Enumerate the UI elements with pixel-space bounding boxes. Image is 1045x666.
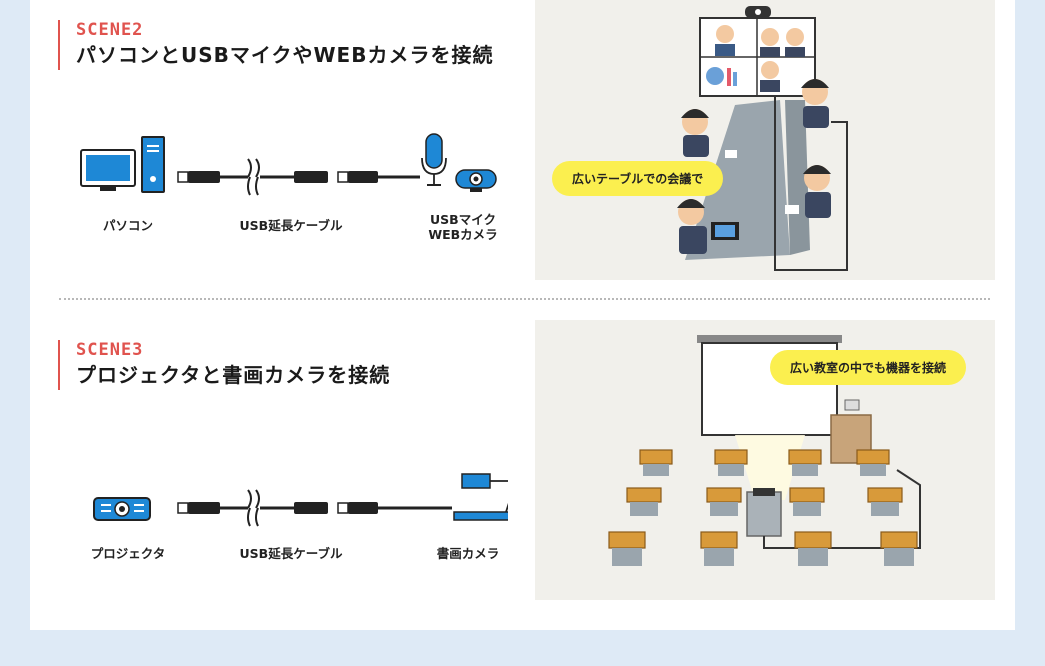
scene-3-caption-bubble: 広い教室の中でも機器を接続 [770,350,967,385]
cable-break-icon [247,158,294,196]
scene-3-label: SCENE3 [76,340,144,360]
webcam-icon [455,169,497,192]
scene-2-title: パソコンとUSBマイクやWEBカメラを接続 [76,43,494,67]
scene-2-section: SCENE2 パソコンとUSBマイクやWEBカメラを接続 [30,0,1015,290]
scene-2-header: SCENE2 パソコンとUSBマイクやWEBカメラを接続 [58,20,493,70]
content-card: SCENE2 パソコンとUSBマイクやWEBカメラを接続 [30,0,1015,630]
section-divider [59,298,990,300]
usb-plug-icon [337,502,452,514]
usb-socket-icon [294,171,328,183]
usb-plug-icon [177,171,248,183]
scene-3-section: SCENE3 プロジェクタと書画カメラを接続 [30,320,1015,610]
usb-plug-icon [337,171,420,183]
scene-3-header: SCENE3 プロジェクタと書画カメラを接続 [58,340,390,390]
scene-2-caption-bubble: 広いテーブルでの会議で [552,161,724,196]
device-label-projector: プロジェクタ [90,546,166,561]
device-label-mic: USBマイク [430,212,496,227]
projector-icon [93,497,151,521]
pc-icon [80,136,165,193]
usb-socket-icon [294,502,328,514]
scene-2-label: SCENE2 [76,20,144,40]
document-camera-icon [453,473,518,521]
device-label-cable: USB延長ケーブル [239,218,343,233]
scene-2-connection-diagram: パソコン USB延長ケーブル USBマイク WEBカメラ [78,130,508,260]
scene-3-connection-diagram: プロジェクタ USB延長ケーブル 書画カメラ [78,470,518,600]
device-label-webcam: WEBカメラ [428,227,498,242]
cable-break-icon [247,489,294,527]
meeting-illustration: 広いテーブルでの会議で [535,0,995,280]
device-label-cable: USB延長ケーブル [239,546,343,561]
device-label-document-camera: 書画カメラ [436,546,500,561]
classroom-illustration: 広い教室の中でも機器を接続 [535,320,995,600]
microphone-icon [421,133,447,186]
scene-3-title: プロジェクタと書画カメラを接続 [76,363,391,387]
device-label-pc: パソコン [102,218,153,233]
usb-plug-icon [177,502,248,514]
